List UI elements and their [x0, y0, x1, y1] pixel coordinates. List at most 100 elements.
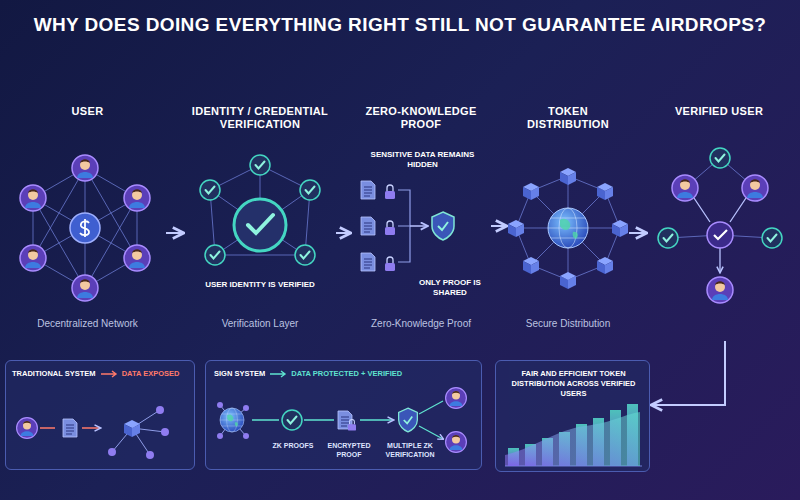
- text-slot: TRADITIONAL SYSTEM DATA EXPOSED: [12, 369, 190, 379]
- verified-users-part: [694, 198, 746, 272]
- token-network-part: [560, 272, 576, 289]
- text-slot: ZERO-KNOWLEDGE PROOF: [352, 105, 490, 131]
- sign-flow-part: [282, 410, 302, 430]
- verification-network: [200, 155, 320, 265]
- verification-network-part: [200, 180, 220, 200]
- verification-network-part: [205, 245, 225, 265]
- text-slot: FAIR AND EFFICIENT TOKEN DISTRIBUTION AC…: [504, 369, 643, 399]
- text-slot: SIGN SYSTEM DATA PROTECTED + VERIFIED: [214, 369, 475, 379]
- stage-caption: Decentralized Network: [10, 318, 165, 330]
- text-slot: ZK PROOFS: [266, 441, 320, 450]
- zk-proof-icons-part: [385, 185, 395, 199]
- panel-text: FAIR AND EFFICIENT TOKEN DISTRIBUTION AC…: [504, 369, 643, 399]
- zk-proof-icons-part: [361, 181, 375, 199]
- sign-flow-part: [348, 419, 356, 430]
- verified-users-part: [707, 222, 733, 248]
- verified-users: [658, 148, 782, 303]
- flow-arrow-line: [270, 371, 285, 377]
- token-network-part: [508, 220, 524, 237]
- stage-column: ZERO-KNOWLEDGE PROOFSENSITIVE DATA REMAI…: [352, 100, 490, 340]
- token-network-part: [597, 257, 613, 274]
- distribution-chart-part: [505, 412, 640, 466]
- panel-ground: [5, 360, 650, 472]
- user-network-part: [124, 185, 150, 211]
- panel-text: TRADITIONAL SYSTEM: [12, 369, 96, 379]
- text-slot: ONLY PROOF IS SHARED: [412, 278, 488, 298]
- traditional-flow-part: [17, 418, 38, 439]
- flow-connector: [629, 232, 647, 234]
- zk-proof-icons-part: [385, 221, 395, 235]
- traditional-flow-part: [124, 420, 140, 437]
- zk-proof-icons-part: [361, 253, 375, 271]
- stage-column: IDENTITY / CREDENTIAL VERIFICATION USER I…: [185, 100, 335, 340]
- sign-flow-part: [446, 388, 467, 409]
- user-network-part: [80, 219, 89, 237]
- sign-flow-part: [217, 433, 223, 439]
- panel-ground-part: [495, 360, 650, 472]
- verification-network-part: [234, 199, 286, 251]
- panel-text: DATA PROTECTED + VERIFIED: [291, 369, 402, 379]
- stage-caption: Secure Distribution: [508, 318, 628, 330]
- verified-users-part: [707, 277, 733, 303]
- text-slot: Zero-Knowledge Proof: [352, 318, 490, 330]
- text-slot: IDENTITY / CREDENTIAL VERIFICATION: [185, 105, 335, 131]
- text-slot: VERIFIED USER: [648, 105, 790, 118]
- text-slot: ENCRYPTED PROOF: [322, 441, 376, 459]
- panel-text: DATA EXPOSED: [122, 369, 180, 379]
- verified-users-part: [742, 175, 768, 201]
- info-panel: TRADITIONAL SYSTEM DATA EXPOSED: [5, 360, 195, 470]
- title-slot: WHY DOES DOING EVERYTHING RIGHT STILL NO…: [0, 14, 800, 36]
- traditional-flow-part: [63, 419, 77, 437]
- stage-caption: Verification Layer: [185, 318, 335, 330]
- sign-flow-part: [217, 402, 223, 408]
- text-slot: MULTIPLE ZK VERIFICATION: [378, 441, 442, 459]
- sign-flow-part: [446, 432, 467, 453]
- panel-text: USER IDENTITY IS VERIFIED: [205, 280, 315, 290]
- stage-heading: USER: [10, 105, 165, 118]
- user-network-part: [20, 185, 46, 211]
- user-network-part: [72, 275, 98, 301]
- flow-connector: [491, 225, 507, 227]
- text-slot: Verification Layer: [185, 318, 335, 330]
- text-slot: TOKEN DISTRIBUTION: [508, 105, 628, 131]
- sign-flow-part: [419, 401, 443, 439]
- text-slot: USER: [10, 105, 165, 118]
- stage-caption: Zero-Knowledge Proof: [352, 318, 490, 330]
- stage-column: USER Decentralized Network: [10, 100, 165, 340]
- token-network-part: [612, 220, 628, 237]
- token-network: [508, 168, 628, 289]
- verification-network-part: [250, 155, 270, 175]
- verified-users-part: [762, 228, 782, 248]
- traditional-flow-part: [112, 410, 165, 455]
- traditional-flow-part: [161, 428, 169, 436]
- zk-proof-icons-part: [410, 225, 427, 227]
- step-label: MULTIPLE ZK VERIFICATION: [378, 441, 442, 459]
- info-panel: SIGN SYSTEM DATA PROTECTED + VERIFIED ZK P…: [205, 360, 482, 470]
- token-network-part: [523, 183, 539, 200]
- traditional-flow: [17, 406, 169, 459]
- verification-network-part: [248, 215, 273, 233]
- zk-proof-icons-part: [398, 190, 410, 262]
- token-network-part: [516, 176, 620, 280]
- flow-connector: [166, 232, 184, 234]
- panel-text: SIGN SYSTEM: [214, 369, 265, 379]
- text-slot: Secure Distribution: [508, 318, 628, 330]
- verified-users-part: [714, 230, 727, 239]
- traditional-flow-part: [108, 448, 116, 456]
- traditional-flow-part: [146, 451, 154, 459]
- zk-proof-icons-part: [432, 212, 454, 240]
- zk-proof-icons: [361, 181, 454, 271]
- user-network-part: [72, 155, 98, 181]
- sign-flow-part: [220, 408, 244, 432]
- title: WHY DOES DOING EVERYTHING RIGHT STILL NO…: [34, 14, 767, 36]
- text-slot: Decentralized Network: [10, 318, 165, 330]
- stage-heading: IDENTITY / CREDENTIAL VERIFICATION: [185, 105, 335, 131]
- verification-network-part: [300, 180, 320, 200]
- flow-arrow-line: [101, 371, 116, 377]
- panel-ground-part: [205, 360, 482, 470]
- verification-network-part: [210, 165, 310, 255]
- text-slot: USER IDENTITY IS VERIFIED: [205, 280, 315, 290]
- token-network-part: [560, 168, 576, 185]
- distribution-chart: [505, 404, 642, 466]
